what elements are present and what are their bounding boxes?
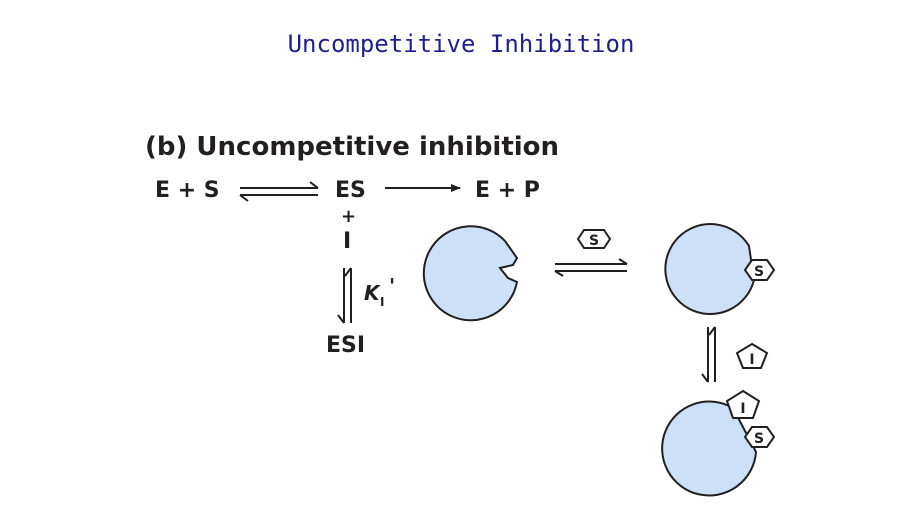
equilibrium-arrows-substrate-binding (554, 258, 628, 277)
ki-subscript: I (380, 295, 384, 309)
free-enzyme-shape (422, 225, 519, 322)
esi-complex-enzyme-shape (661, 400, 758, 497)
e-plus-s-label: E + S (155, 178, 220, 203)
equilibrium-arrows-es-esi (337, 267, 352, 324)
figure-heading: (b) Uncompetitive inhibition (145, 132, 559, 162)
bound-substrate-hexagon-esi: S (743, 426, 776, 448)
equilibrium-arrows-inhibitor-binding (701, 326, 716, 383)
e-plus-p-label: E + P (475, 178, 540, 203)
free-substrate-hexagon: S (576, 229, 612, 249)
equilibrium-arrows-e-es (239, 181, 319, 202)
bound-substrate-hexagon: S (743, 259, 776, 281)
free-inhibitor-pentagon: I (735, 342, 769, 369)
svg-text:I: I (740, 401, 745, 417)
es-complex-enzyme-shape (664, 223, 756, 316)
bound-inhibitor-pentagon: I (725, 389, 761, 419)
inhibitor-label: I (343, 229, 351, 254)
svg-text:S: S (754, 431, 764, 447)
esi-label: ESI (326, 333, 365, 358)
es-label: ES (335, 178, 366, 203)
ki-symbol: K (364, 281, 381, 305)
svg-text:I: I (749, 352, 754, 368)
ki-prime: ' (389, 274, 395, 298)
svg-text:S: S (589, 233, 599, 249)
svg-text:S: S (754, 264, 764, 280)
plus-sign: + (341, 206, 356, 227)
slide-title: Uncompetitive Inhibition (287, 30, 635, 58)
